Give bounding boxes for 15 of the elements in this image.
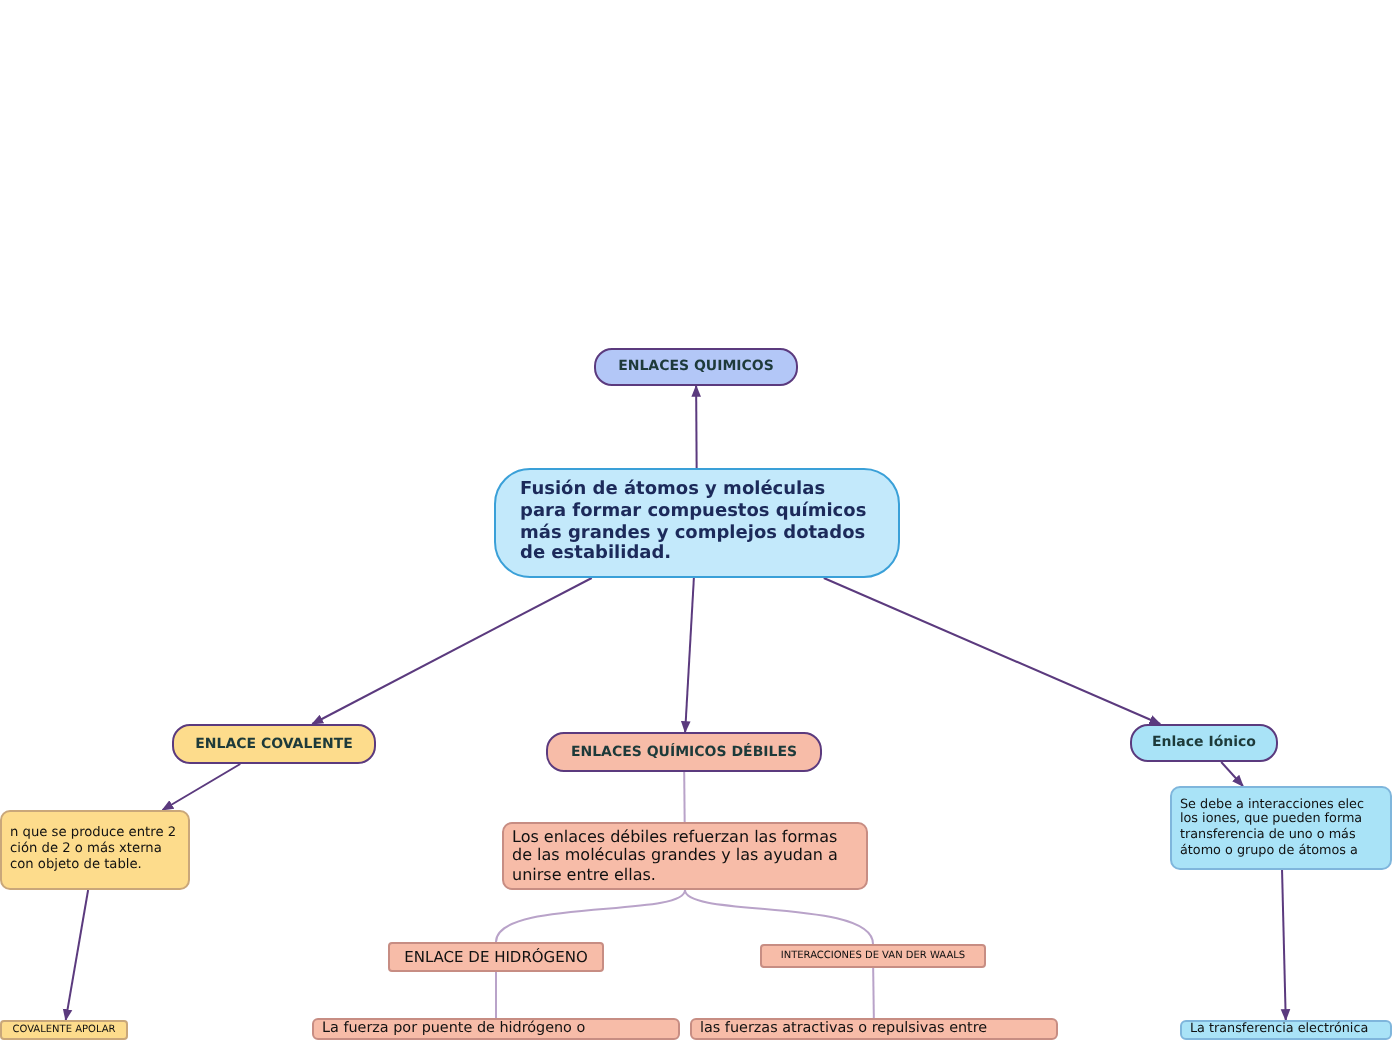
- connector-line: [684, 889, 874, 945]
- arrow: [311, 577, 593, 725]
- description-box: Los enlaces débiles refuerzan las formas de las moléculas grandes y las ayudan a unirse entre ellas.: [502, 822, 868, 890]
- arrow: [161, 763, 242, 811]
- connector-line: [495, 889, 686, 943]
- connector-line: [495, 971, 497, 1019]
- connector-line: [683, 771, 686, 823]
- arrow: [822, 577, 1162, 725]
- arrow: [1220, 761, 1244, 787]
- arrow: [691, 384, 701, 469]
- arrow: [62, 889, 90, 1022]
- central-topic-box: Fusión de átomos y moléculas para formar compuestos químicos más grandes y complejos dotados de estabilidad.: [494, 468, 900, 578]
- arrow: [1280, 869, 1291, 1022]
- arrow: [680, 577, 695, 734]
- connector-line: [872, 967, 875, 1019]
